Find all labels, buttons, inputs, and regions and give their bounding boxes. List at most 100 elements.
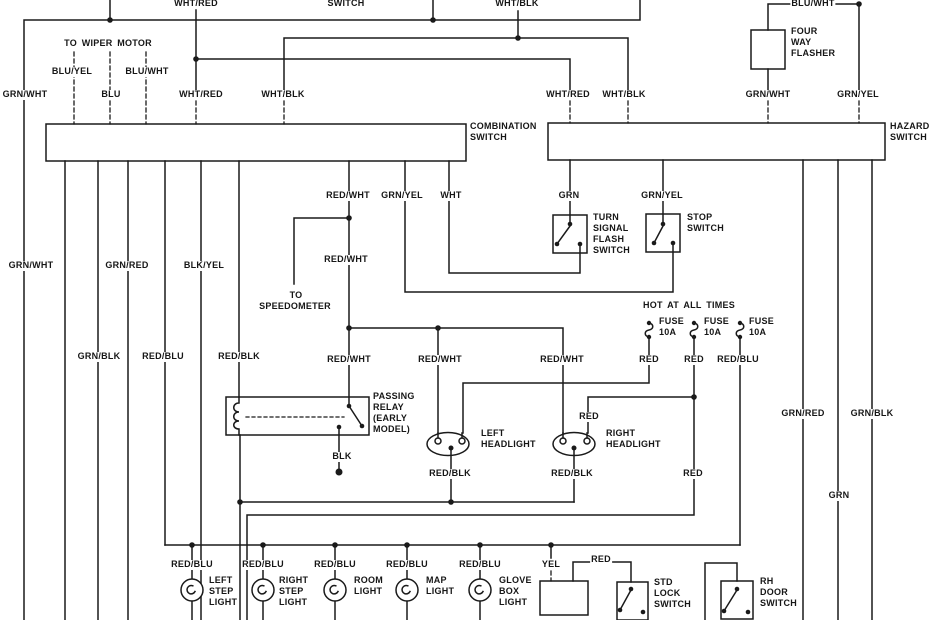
label-to-speedometer-2: SPEEDOMETER — [258, 301, 332, 312]
four-way-flasher-box — [750, 29, 786, 70]
label-fuse-3-name: FUSE — [748, 316, 776, 327]
component-label-left-step-1: LEFT — [208, 575, 234, 586]
component-label-hazard: HAZARD — [889, 121, 930, 132]
component-label-way: WAY — [790, 37, 813, 48]
component-label-left-step-3: LIGHT — [208, 597, 239, 608]
wire-label-red-blu-lamp-5: RED/BLU — [458, 559, 502, 570]
wire-label-red-4: RED — [682, 468, 704, 479]
component-label-flasher: FLASHER — [790, 48, 837, 59]
fuse-2-icon — [689, 322, 699, 338]
wire-label-wht-red-top: WHT/RED — [173, 0, 219, 9]
label-fuse-1-amps: 10A — [658, 327, 678, 338]
wire-label-grn-yel-1: GRN/YEL — [836, 89, 880, 100]
wire-label-red-3: RED — [578, 411, 600, 422]
component-label-switch-top: SWITCH — [326, 0, 366, 9]
wire-label-red-5: RED — [590, 554, 612, 565]
combination-switch-box — [45, 123, 467, 162]
component-label-map-2: LIGHT — [425, 586, 456, 597]
label-fuse-2-amps: 10A — [703, 327, 723, 338]
component-label-glove-1: GLOVE — [498, 575, 533, 586]
wire-label-red-blu-2: RED/BLU — [716, 354, 760, 365]
wire-label-red-blu-lamp-4: RED/BLU — [385, 559, 429, 570]
right-headlight-terminal-2-icon — [583, 437, 591, 445]
component-label-left: LEFT — [480, 428, 506, 439]
wire-label-blu: BLU — [100, 89, 122, 100]
component-label-stop-switch: SWITCH — [686, 223, 725, 234]
wire-label-blu-wht-2: BLU/WHT — [124, 66, 170, 77]
component-label-four: FOUR — [790, 26, 819, 37]
label-to-wiper-motor: TO WIPER MOTOR — [63, 38, 153, 49]
label-to-speedometer-1: TO — [288, 290, 304, 301]
wire-label-grn-bottom: GRN — [827, 490, 851, 501]
component-label-map-1: MAP — [425, 575, 448, 586]
wire-label-red-wht-7: RED/WHT — [417, 354, 463, 365]
component-label-relay: RELAY — [372, 402, 405, 413]
component-label-signal: SIGNAL — [592, 223, 630, 234]
label-fuse-1-name: FUSE — [658, 316, 686, 327]
junction-dots — [107, 1, 862, 548]
component-label-stop: STOP — [686, 212, 714, 223]
component-label-std-2: LOCK — [653, 588, 682, 599]
wire-label-wht-red-2: WHT/RED — [178, 89, 224, 100]
wire-label-red-blu-lamp-1: RED/BLU — [170, 559, 214, 570]
component-label-turn: TURN — [592, 212, 620, 223]
relay-coil — [233, 396, 240, 436]
wire-label-red-blk-1: RED/BLK — [217, 351, 261, 362]
wire-label-red-wht-8: RED/WHT — [539, 354, 585, 365]
wire-label-red-blk-3: RED/BLK — [550, 468, 594, 479]
fuse-1-icon — [644, 322, 654, 338]
right-headlight-terminal-1-icon — [559, 437, 567, 445]
wire-label-red-blu-lamp-3: RED/BLU — [313, 559, 357, 570]
wire-label-grn-wht-2: GRN/WHT — [744, 89, 792, 100]
wire-label-red-blu-lamp-2: RED/BLU — [241, 559, 285, 570]
component-label-left-headlight: HEADLIGHT — [480, 439, 537, 450]
component-label-rh-1: RH — [759, 576, 775, 587]
fuse-3-icon — [735, 322, 745, 338]
wire-label-blu-wht-flasher: BLU/WHT — [790, 0, 836, 9]
wire-label-red-2: RED — [683, 354, 705, 365]
rh-door-switch-box — [720, 580, 754, 620]
component-label-right-step-2: STEP — [278, 586, 305, 597]
wire-label-grn-yel-2: GRN/YEL — [380, 190, 424, 201]
label-fuse-2-name: FUSE — [703, 316, 731, 327]
wire-label-grn-red-2: GRN/RED — [780, 408, 826, 419]
wire-label-grn-wht-3: GRN/WHT — [7, 260, 55, 271]
switch-arms — [347, 224, 739, 613]
component-label-passing: PASSING — [372, 391, 416, 402]
wire-label-wht-red-3: WHT/RED — [545, 89, 591, 100]
wire-label-blu-yel: BLU/YEL — [50, 66, 94, 77]
blk-ground-dot — [335, 468, 343, 476]
component-label-right-step-3: LIGHT — [278, 597, 309, 608]
wire-label-red-blk-2: RED/BLK — [428, 468, 472, 479]
component-label-glove-2: BOX — [498, 586, 521, 597]
wire-label-wht-blk-top: WHT/BLK — [494, 0, 540, 9]
std-lock-switch-box — [616, 581, 649, 620]
key-buzzer-box — [539, 580, 589, 616]
component-label-rh-3: SWITCH — [759, 598, 798, 609]
component-label-right-headlight: HEADLIGHT — [605, 439, 662, 450]
component-label-left-step-2: STEP — [208, 586, 235, 597]
component-label-combination: COMBINATION — [469, 121, 538, 132]
component-label-room-1: ROOM — [353, 575, 384, 586]
component-label-rh-2: DOOR — [759, 587, 789, 598]
wire-label-red-wht-4: RED/WHT — [325, 190, 371, 201]
wire-label-grn: GRN — [557, 190, 581, 201]
lamp-symbols — [180, 578, 492, 602]
wire-label-wht-blk-3: WHT/BLK — [601, 89, 647, 100]
headlight-terminal-stubs — [437, 432, 588, 503]
turn-signal-flash-switch-box — [552, 214, 588, 254]
wire-label-grn-blk-2: GRN/BLK — [849, 408, 895, 419]
label-fuse-3-amps: 10A — [748, 327, 768, 338]
wire-label-red-blu-1: RED/BLU — [141, 351, 185, 362]
component-label-std-1: STD — [653, 577, 674, 588]
left-headlight-terminal-2-icon — [458, 437, 466, 445]
wire-label-red-wht-5: RED/WHT — [323, 254, 369, 265]
wire-label-wht: WHT — [439, 190, 463, 201]
wire-label-grn-yel-3: GRN/YEL — [640, 190, 684, 201]
wire-label-blk: BLK — [331, 451, 353, 462]
component-label-early: (EARLY — [372, 413, 409, 424]
component-label-right: RIGHT — [605, 428, 637, 439]
contact-dots — [335, 221, 751, 615]
